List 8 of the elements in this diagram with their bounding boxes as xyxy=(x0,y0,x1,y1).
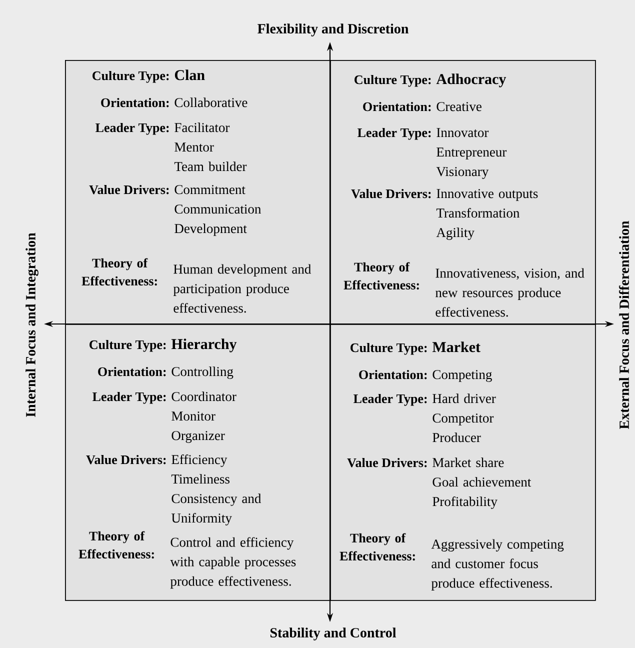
quadrant-panel: Culture Type: Clan Orientation: Collaborative Leader Type: Facilitator Mentor Team builder Value Drivers: Commitment Communication Development Theory of Effectiveness: Human development and participation produce effectiveness. xyxy=(65,60,331,325)
quadrant-panel: Culture Type: Market Orientation: Competing Leader Type: Hard driver Competitor Producer Value Drivers: Market share Goal achievement Profitability Theory of Effectiveness: Aggressively competing and customer focus produce effectiveness. xyxy=(330,324,596,601)
quadrant-panel: Culture Type: Hierarchy Orientation: Controlling Leader Type: Coordinator Monitor Organizer Value Drivers: Efficiency Timeliness Consistency and Uniformity Theory of Effectiveness: Control and efficiency with capable processes produce effectiveness. xyxy=(65,324,331,601)
axis-label: Flexibility and Discretion xyxy=(258,24,408,36)
axis-label: Internal Focus and Integration xyxy=(26,232,38,417)
quadrant-panel: Culture Type: Adhocracy Orientation: Creative Leader Type: Innovator Entrepreneur Visionary Value Drivers: Innovative outputs Transformation Agility Theory of Effectiveness: Innovativeness, vision, and new resources produce effectiveness. xyxy=(330,60,596,325)
axis-label: External Focus and Differentiation xyxy=(618,220,630,430)
axis-label: Stability and Control xyxy=(270,628,396,640)
